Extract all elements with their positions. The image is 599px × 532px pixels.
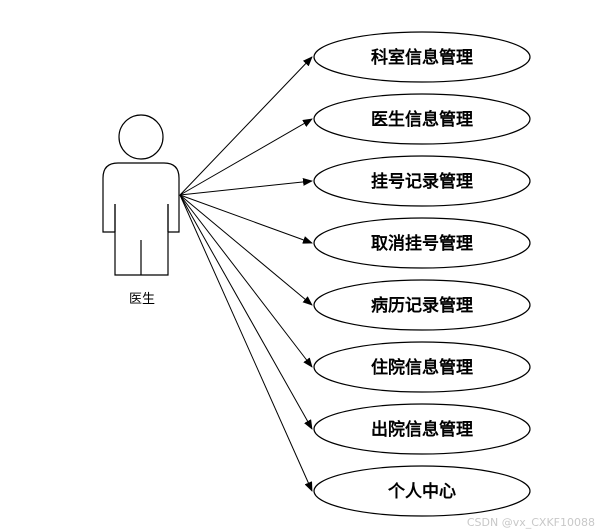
use-case-ellipse bbox=[313, 217, 531, 269]
use-case-label: 取消挂号管理 bbox=[371, 233, 473, 254]
use-case-ellipse bbox=[313, 403, 531, 455]
use-case-label: 医生信息管理 bbox=[371, 109, 473, 130]
use-case-personal-center[interactable]: 个人中心 bbox=[313, 465, 531, 517]
use-case-ellipse bbox=[313, 465, 531, 517]
use-case-inpatient[interactable]: 住院信息管理 bbox=[313, 341, 531, 393]
use-case-registration[interactable]: 挂号记录管理 bbox=[313, 155, 531, 207]
use-case-label: 出院信息管理 bbox=[371, 419, 473, 440]
use-case-label: 科室信息管理 bbox=[371, 47, 473, 68]
use-case-doctor[interactable]: 医生信息管理 bbox=[313, 93, 531, 145]
use-case-ellipse bbox=[313, 341, 531, 393]
use-case-ellipse bbox=[313, 155, 531, 207]
watermark: CSDN @vx_CXKF10088 bbox=[466, 516, 595, 529]
use-case-label: 个人中心 bbox=[387, 481, 456, 502]
connector-registration bbox=[179, 177, 313, 196]
actor-label: 医生 bbox=[129, 292, 155, 307]
use-case-cancel-registration[interactable]: 取消挂号管理 bbox=[313, 217, 531, 269]
actor-body bbox=[102, 162, 180, 276]
connector-medical-record bbox=[179, 194, 313, 306]
connector-personal-center bbox=[179, 194, 313, 492]
use-case-discharge[interactable]: 出院信息管理 bbox=[313, 403, 531, 455]
use-case-label: 挂号记录管理 bbox=[371, 171, 473, 192]
connector-inpatient bbox=[179, 194, 313, 368]
use-case-medical-record[interactable]: 病历记录管理 bbox=[313, 279, 531, 331]
use-case-label: 住院信息管理 bbox=[371, 357, 473, 378]
connectors bbox=[179, 56, 313, 492]
actor-head bbox=[118, 114, 164, 160]
connector-discharge bbox=[179, 194, 313, 430]
use-case-department[interactable]: 科室信息管理 bbox=[313, 31, 531, 83]
connector-doctor bbox=[179, 118, 313, 196]
use-case-ellipse bbox=[313, 279, 531, 331]
use-case-ellipse bbox=[313, 93, 531, 145]
actor-doctor bbox=[102, 114, 180, 276]
use-case-label: 病历记录管理 bbox=[371, 295, 473, 316]
connector-cancel-registration bbox=[179, 194, 313, 244]
connector-department bbox=[179, 56, 313, 196]
use-cases: 科室信息管理医生信息管理挂号记录管理取消挂号管理病历记录管理住院信息管理出院信息… bbox=[313, 31, 531, 517]
use-case-ellipse bbox=[313, 31, 531, 83]
